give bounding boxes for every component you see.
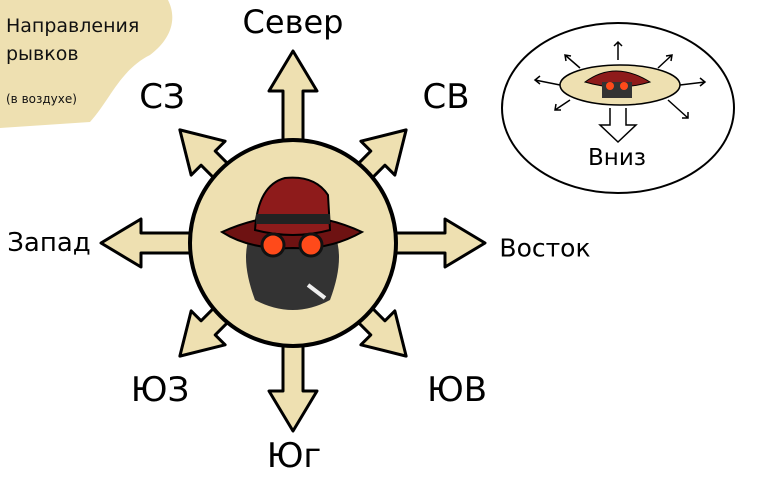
- diagram-title: Направления рывков: [6, 12, 139, 68]
- character-icon: [219, 176, 365, 310]
- diagram-subtitle: (в воздухе): [6, 92, 77, 106]
- arrow-south: [267, 336, 319, 433]
- title-line-1: Направления: [6, 15, 140, 37]
- label-north: Север: [242, 3, 344, 41]
- label-down: Вниз: [588, 145, 646, 171]
- label-west: Запад: [7, 228, 91, 258]
- label-south: Юг: [266, 436, 322, 476]
- title-line-2: рывков: [6, 43, 79, 65]
- label-southeast: ЮВ: [426, 370, 488, 410]
- label-northwest: СЗ: [139, 77, 185, 117]
- title-background: [0, 0, 173, 128]
- arrow-east: [386, 217, 487, 269]
- label-east: Восток: [499, 233, 591, 263]
- arrow-north: [267, 49, 319, 150]
- label-northeast: СВ: [422, 77, 470, 117]
- inset-arrows: [533, 40, 707, 144]
- arrow-west: [99, 217, 200, 269]
- inset-character-icon: [583, 70, 652, 98]
- label-southwest: ЮЗ: [130, 370, 190, 410]
